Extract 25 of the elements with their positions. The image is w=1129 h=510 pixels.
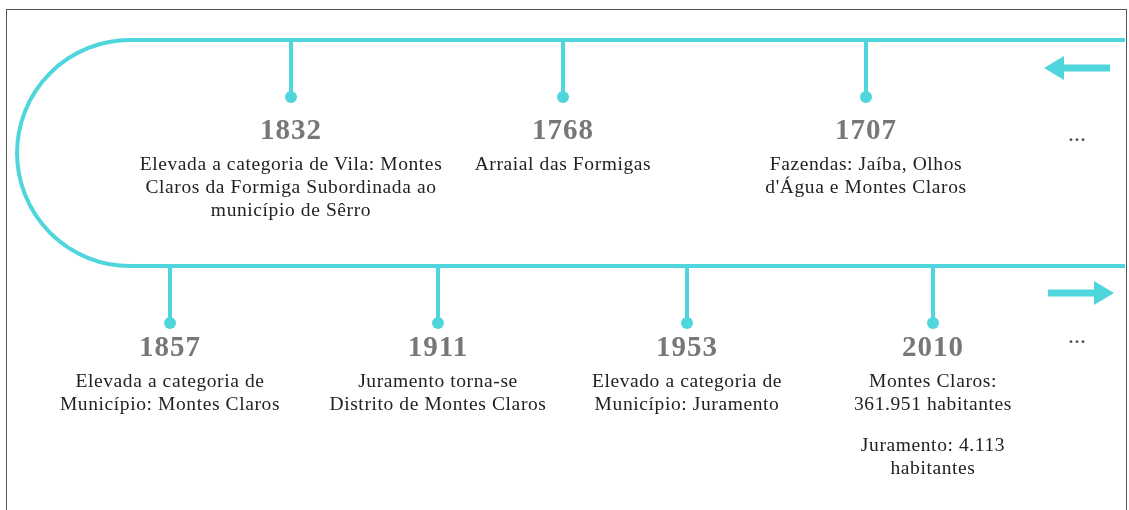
- event-description: Arraial das Formigas: [473, 152, 653, 175]
- event-description: Montes Claros: 361.951 habitantes: [852, 369, 1014, 415]
- event-description: Fazendas: Jaíba, Olhos d'Água e Montes Claros: [764, 152, 968, 198]
- timeline-track: [15, 38, 1125, 268]
- marker-stem: [432, 266, 444, 329]
- marker-stem: [557, 40, 569, 103]
- marker-stem: [681, 266, 693, 329]
- event-description: Elevada a categoria de Vila: Montes Claros da Formiga Subordinada ao município de Sêrro: [138, 152, 444, 221]
- marker-stem: [927, 266, 939, 329]
- marker-stem: [285, 40, 297, 103]
- marker-stem: [164, 266, 176, 329]
- year-label: 2010: [902, 329, 964, 363]
- year-label: 1768: [532, 112, 594, 146]
- year-label: 1911: [407, 329, 469, 363]
- event-description: Elevada a categoria de Município: Montes Claros: [58, 369, 282, 415]
- year-label: 1707: [835, 112, 897, 146]
- marker-stem: [860, 40, 872, 103]
- year-label: 1832: [260, 112, 322, 146]
- event-description: Juramento torna-se Distrito de Montes Claros: [328, 369, 548, 415]
- event-description: Juramento: 4.113 habitantes: [859, 433, 1007, 479]
- event-description: Elevado a categoria de Município: Juramento: [590, 369, 784, 415]
- ellipsis-label: ...: [1068, 322, 1086, 349]
- ellipsis-label: ...: [1068, 120, 1086, 147]
- year-label: 1857: [139, 329, 201, 363]
- year-label: 1953: [656, 329, 718, 363]
